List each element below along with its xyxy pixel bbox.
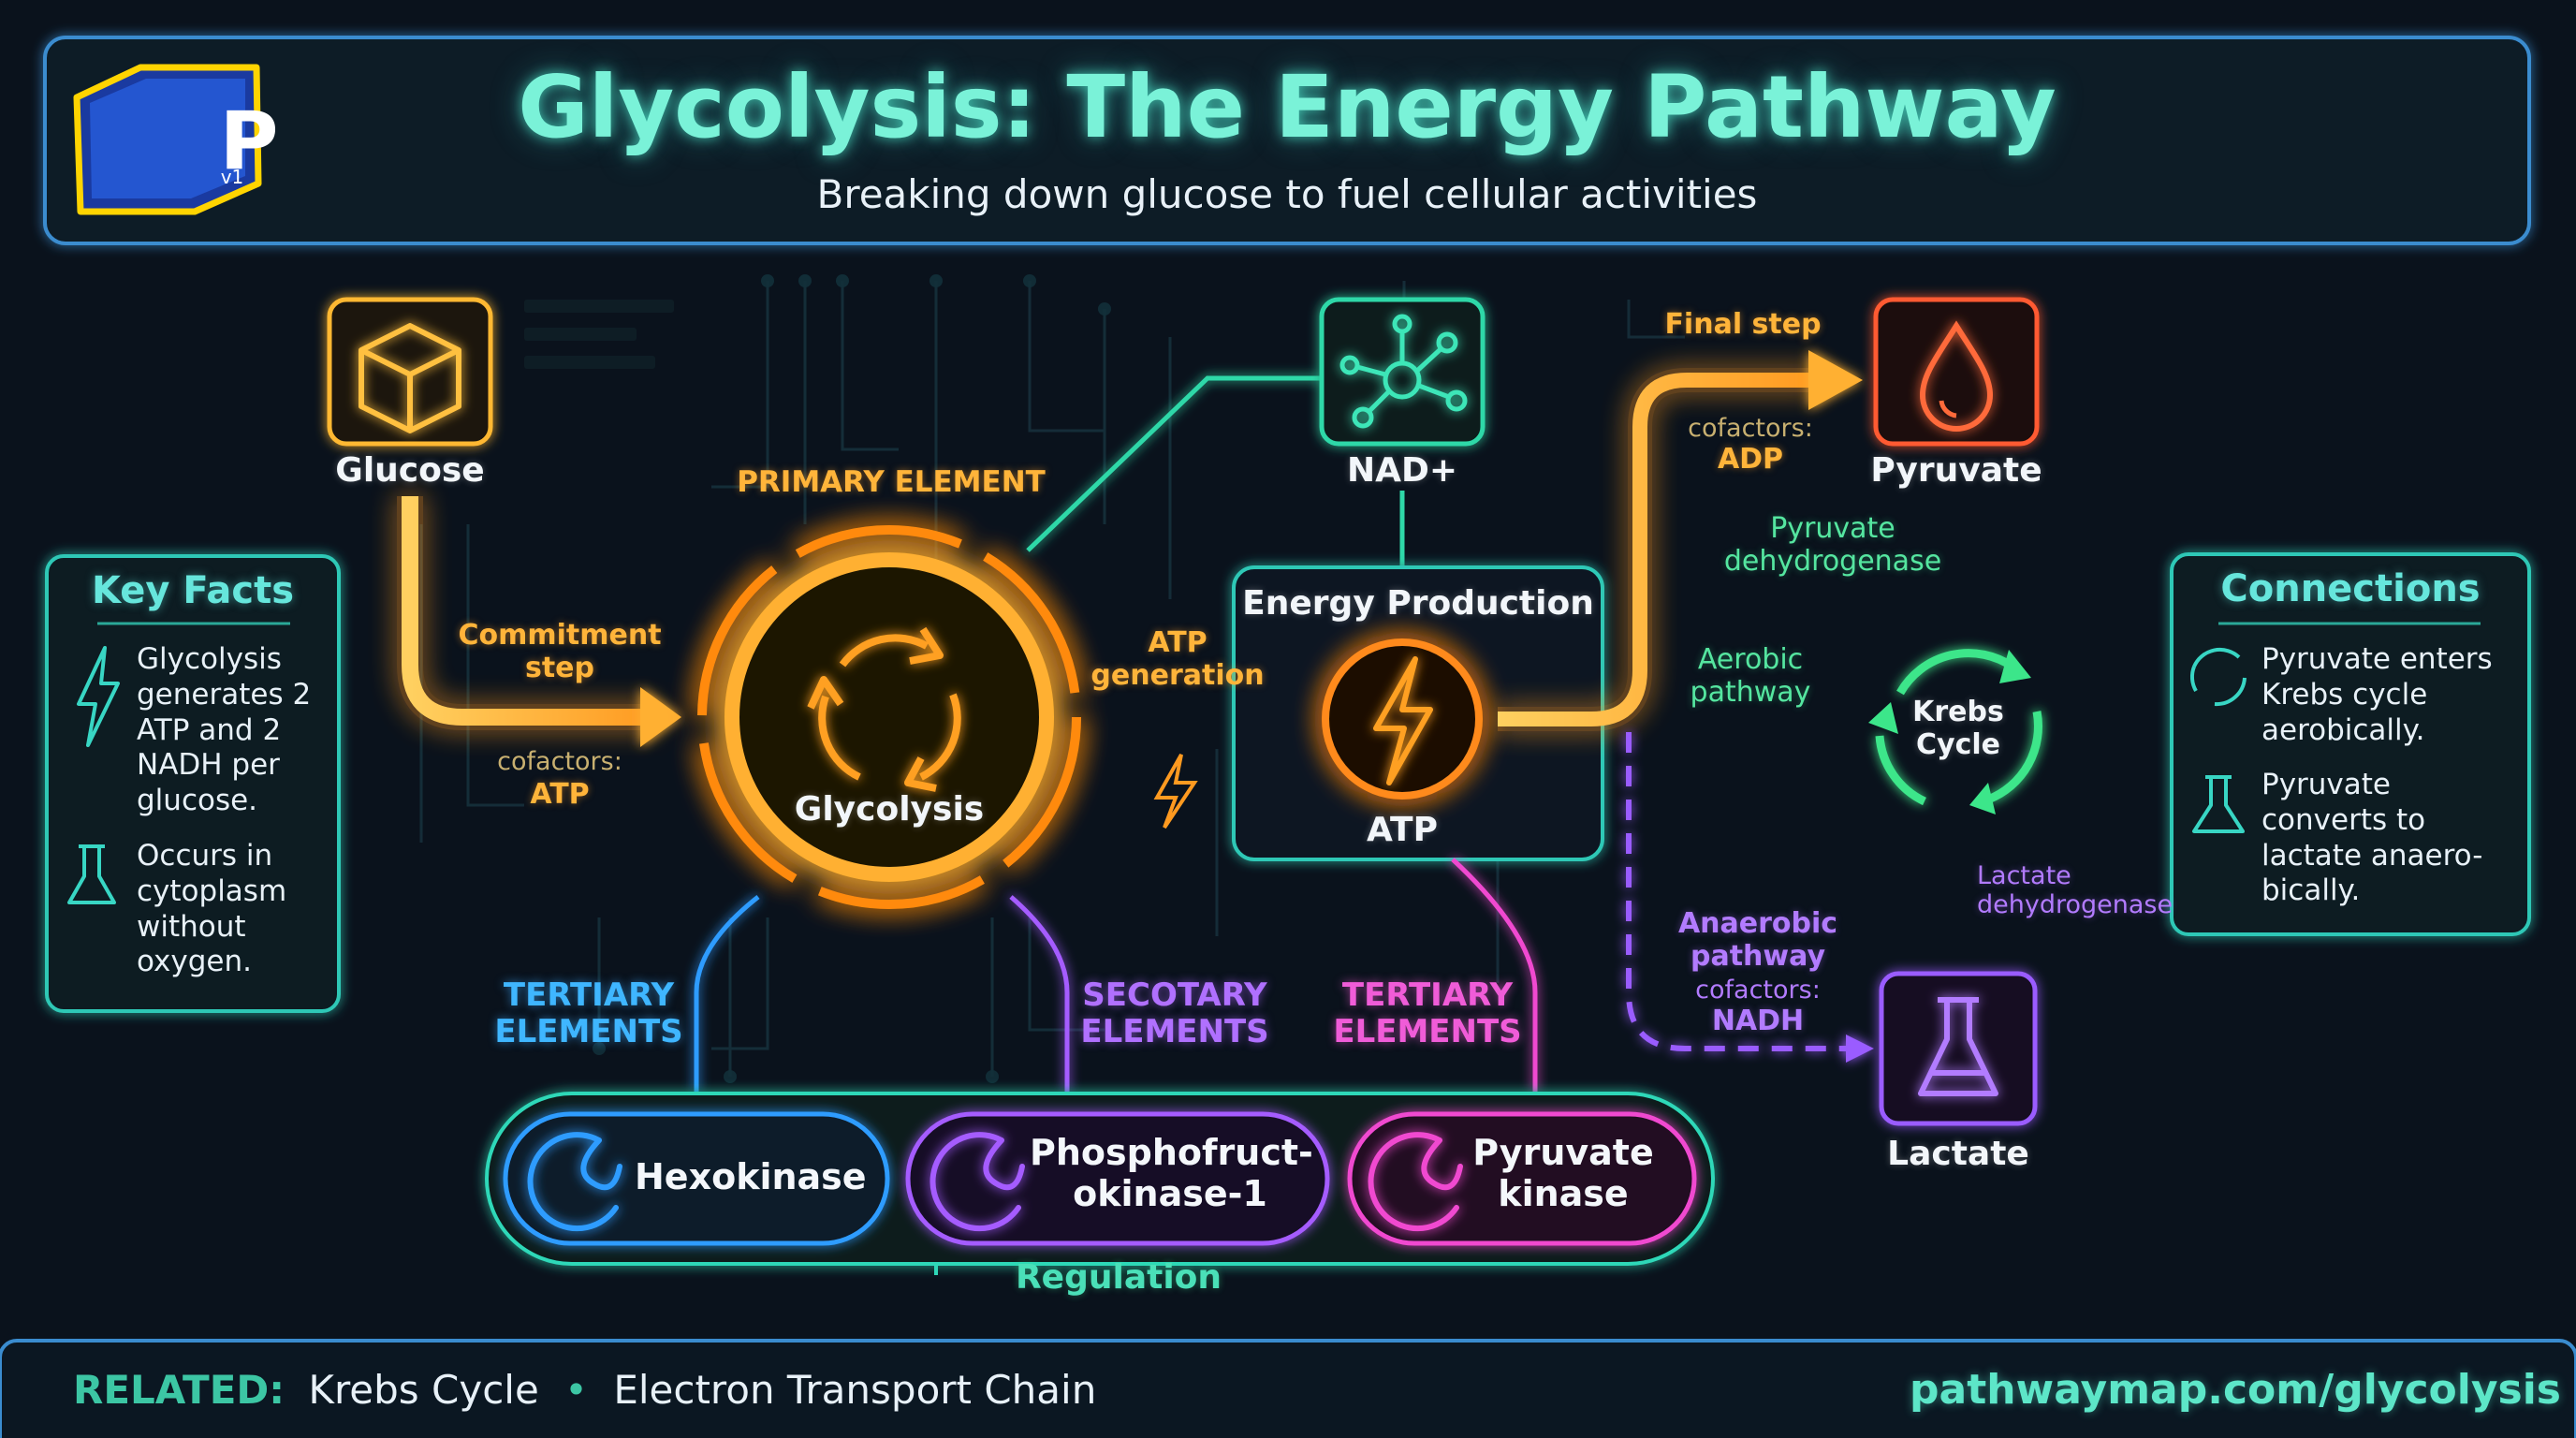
tertiary-left-link	[694, 895, 760, 1092]
flask-icon	[67, 844, 116, 904]
glycolysis-node	[697, 525, 1081, 909]
enzyme-icon	[929, 1132, 1025, 1232]
enzyme-icon	[1368, 1132, 1463, 1232]
commitment-cofactor-caption: cofactors:	[497, 747, 622, 776]
enzyme-icon	[527, 1132, 622, 1232]
related-link-etc[interactable]: Electron Transport Chain	[613, 1367, 1097, 1413]
anaerobic-pathway-arrow	[1626, 732, 1874, 1063]
hexokinase-pill	[503, 1111, 890, 1246]
molecule-icon	[1339, 314, 1468, 429]
final-step-cofactor: ADP	[1717, 443, 1784, 476]
lactate-label: Lactate	[1887, 1135, 2029, 1173]
lightning-icon	[77, 646, 120, 747]
footer-bar	[0, 1339, 2576, 1438]
anaerobic-cofactor: NADH	[1711, 1005, 1805, 1037]
regulation-label: Regulation	[1015, 1258, 1222, 1297]
logo-letter: P	[219, 95, 279, 188]
drop-icon	[1919, 320, 1994, 432]
key-facts-title: Key Facts	[91, 569, 295, 612]
energy-production-label: Energy Production	[1242, 584, 1594, 623]
nad-link-line	[1026, 375, 1322, 552]
atp-node	[1322, 638, 1483, 800]
final-step-cofactor-caption: cofactors:	[1688, 414, 1813, 443]
logo-version: v1	[220, 166, 244, 188]
primary-element-tag: PRIMARY ELEMENT	[737, 465, 1046, 499]
cycle-icon	[2190, 647, 2247, 707]
cube-icon	[359, 323, 461, 433]
nad-label: NAD+	[1346, 451, 1458, 490]
pyruvate-node-box	[1873, 297, 2040, 447]
commitment-cofactor: ATP	[530, 778, 590, 811]
connections-title: Connections	[2220, 567, 2481, 610]
commitment-step-pipe	[402, 496, 655, 726]
page-title: Glycolysis: The Energy Pathway	[518, 57, 2056, 157]
pyruvate-label: Pyruvate	[1870, 451, 2042, 490]
page-subtitle: Breaking down glucose to fuel cellular a…	[816, 171, 1758, 217]
lightning-icon	[1373, 656, 1433, 785]
final-step-label: Final step	[1664, 308, 1822, 341]
small-lightning-icon	[1153, 754, 1198, 829]
related-link-krebs[interactable]: Krebs Cycle	[308, 1367, 539, 1413]
logo	[73, 64, 262, 215]
glucose-label: Glucose	[335, 451, 485, 490]
footer-url-link[interactable]: pathwaymap.com/glycolysis	[1910, 1366, 2561, 1414]
header-frame	[43, 36, 2531, 245]
atp-label: ATP	[1366, 811, 1438, 849]
lactate-node-box	[1879, 971, 2038, 1126]
related-links: RELATED: Krebs Cycle • Electron Transpor…	[73, 1367, 1096, 1413]
glycolysis-label: Glycolysis	[794, 790, 985, 829]
tertiary-right-link	[1451, 858, 1538, 1092]
hexokinase-label: Hexokinase	[635, 1156, 867, 1197]
key-facts-panel	[45, 554, 341, 1013]
secondary-link	[1009, 895, 1070, 1092]
flask-icon	[2192, 775, 2245, 833]
phosphofructokinase-label: Phosphofruct-okinase-1	[1030, 1132, 1313, 1214]
separator-dot: •	[564, 1367, 588, 1413]
flask-icon	[1918, 997, 1998, 1096]
related-label: RELATED:	[73, 1367, 285, 1413]
connections-panel	[2170, 552, 2531, 936]
krebs-cycle-node	[1875, 649, 2042, 806]
final-step-pipe	[1498, 373, 1816, 726]
recycle-icon	[807, 626, 961, 792]
anaerobic-cofactor-caption: cofactors:	[1695, 976, 1821, 1005]
